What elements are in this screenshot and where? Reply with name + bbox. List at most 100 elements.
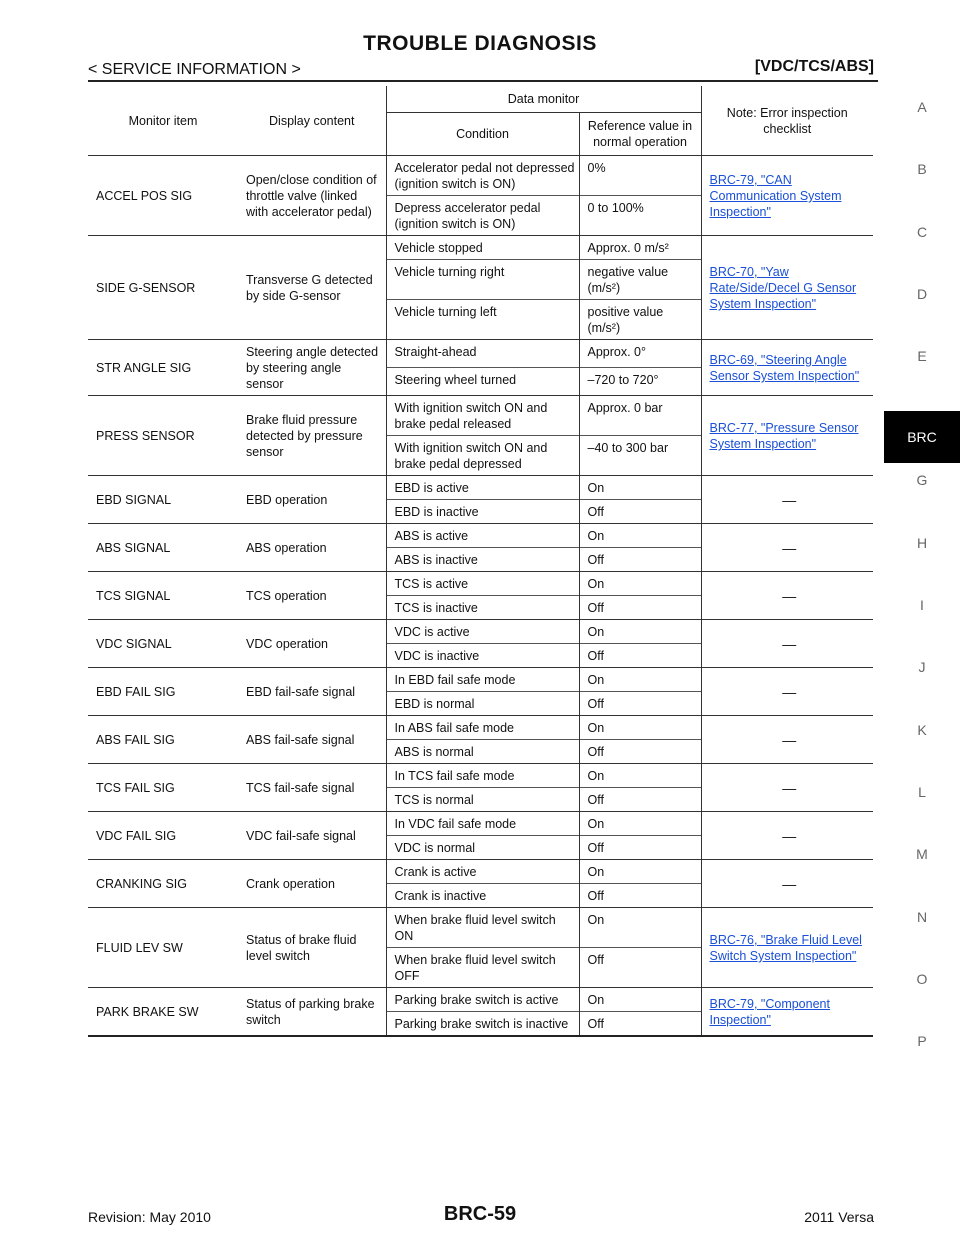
- inspection-link[interactable]: BRC-77, "Pressure Sensor System Inspecti…: [700, 395, 873, 476]
- condition-cell: When brake fluid level switch ON: [385, 907, 579, 948]
- reference-value-cell: Off: [578, 947, 701, 988]
- reference-value-cell: Off: [578, 835, 701, 860]
- condition-cell: TCS is normal: [385, 787, 579, 812]
- reference-value-cell: Approx. 0°: [578, 339, 701, 368]
- reference-value-cell: On: [578, 619, 701, 644]
- inspection-link[interactable]: BRC-79, "Component Inspection": [700, 987, 873, 1035]
- condition-cell: Parking brake switch is active: [385, 987, 579, 1012]
- index-tab-l[interactable]: L: [918, 783, 926, 800]
- header-condition: Condition: [385, 112, 579, 156]
- index-tab-k[interactable]: K: [917, 721, 927, 738]
- display-content-cell: VDC operation: [238, 619, 386, 668]
- reference-value-cell: Off: [578, 1011, 701, 1035]
- condition-cell: EBD is normal: [385, 691, 579, 716]
- note-dash: —: [700, 619, 873, 668]
- condition-cell: In ABS fail safe mode: [385, 715, 579, 740]
- note-dash: —: [700, 571, 873, 620]
- index-tab-a[interactable]: A: [917, 99, 927, 115]
- header-display-content: Display content: [269, 113, 355, 128]
- reference-value-cell: On: [578, 811, 701, 836]
- display-content-cell: Crank operation: [238, 859, 386, 908]
- condition-cell: VDC is active: [385, 619, 579, 644]
- reference-value-cell: On: [578, 571, 701, 596]
- condition-cell: Vehicle turning left: [385, 299, 579, 340]
- index-tab-h[interactable]: H: [916, 534, 928, 551]
- condition-cell: EBD is inactive: [385, 499, 579, 524]
- inspection-link[interactable]: BRC-76, "Brake Fluid Level Switch System…: [700, 907, 873, 988]
- monitor-item-cell: CRANKING SIG: [88, 859, 238, 908]
- reference-value-cell: positive value (m/s²): [578, 299, 701, 340]
- condition-cell: Straight-ahead: [385, 339, 579, 368]
- condition-cell: In VDC fail safe mode: [385, 811, 579, 836]
- index-tab-brc[interactable]: BRC: [884, 411, 960, 464]
- inspection-link[interactable]: BRC-79, "CAN Communication System Inspec…: [700, 155, 873, 236]
- header-data-monitor: Data monitor: [385, 86, 701, 113]
- condition-cell: With ignition switch ON and brake pedal …: [385, 435, 579, 476]
- section-label: < SERVICE INFORMATION >: [88, 61, 301, 78]
- table-header: Monitor item Display content Data monito…: [88, 86, 873, 156]
- display-content-cell: VDC fail-safe signal: [238, 811, 386, 860]
- index-tab-e[interactable]: E: [917, 348, 927, 365]
- display-content-cell: Brake fluid pressure detected by pressur…: [238, 395, 386, 476]
- monitor-item-cell: TCS SIGNAL: [88, 571, 238, 620]
- display-content-cell: TCS fail-safe signal: [238, 763, 386, 812]
- table-subrow: Depress accelerator pedal (ignition swit…: [88, 195, 873, 236]
- reference-value-cell: Off: [578, 691, 701, 716]
- reference-value-cell: On: [578, 475, 701, 500]
- reference-value-cell: Off: [578, 883, 701, 908]
- reference-value-cell: negative value (m/s²): [578, 259, 701, 300]
- condition-cell: TCS is active: [385, 571, 579, 596]
- reference-value-cell: Off: [578, 499, 701, 524]
- reference-value-cell: On: [578, 523, 701, 548]
- index-tab-j[interactable]: J: [918, 659, 926, 676]
- index-tab-g[interactable]: G: [916, 472, 928, 489]
- index-tab-p[interactable]: P: [917, 1033, 927, 1050]
- note-dash: —: [700, 523, 873, 572]
- reference-value-cell: Off: [578, 595, 701, 620]
- condition-cell: Depress accelerator pedal (ignition swit…: [385, 195, 579, 236]
- index-tab-b[interactable]: B: [917, 161, 927, 178]
- condition-cell: Vehicle stopped: [385, 235, 579, 260]
- reference-value-cell: On: [578, 715, 701, 740]
- condition-cell: ABS is active: [385, 523, 579, 548]
- condition-cell: ABS is normal: [385, 739, 579, 764]
- display-content-cell: Steering angle detected by steering angl…: [238, 339, 386, 396]
- monitor-item-cell: PARK BRAKE SW: [88, 987, 238, 1035]
- table-subrow: With ignition switch ON and brake pedal …: [88, 435, 873, 476]
- index-tab-n[interactable]: N: [916, 908, 928, 925]
- display-content-cell: ABS operation: [238, 523, 386, 572]
- index-tab-c[interactable]: C: [916, 223, 928, 240]
- condition-cell: Steering wheel turned: [385, 367, 579, 396]
- header-note: Note: Error inspection checklist: [700, 86, 873, 156]
- condition-cell: VDC is inactive: [385, 643, 579, 668]
- note-dash: —: [700, 475, 873, 524]
- condition-cell: ABS is inactive: [385, 547, 579, 572]
- index-tab-i[interactable]: I: [920, 597, 924, 614]
- inspection-link[interactable]: BRC-69, "Steering Angle Sensor System In…: [700, 339, 873, 396]
- index-tab-o[interactable]: O: [916, 970, 928, 987]
- reference-value-cell: On: [578, 987, 701, 1012]
- index-tab-d[interactable]: D: [916, 285, 928, 302]
- condition-cell: TCS is inactive: [385, 595, 579, 620]
- index-tab-m[interactable]: M: [916, 846, 928, 863]
- reference-value-cell: Off: [578, 643, 701, 668]
- system-label: [VDC/TCS/ABS]: [754, 58, 874, 75]
- reference-value-cell: 0 to 100%: [578, 195, 701, 236]
- condition-cell: Accelerator pedal not depressed (ignitio…: [385, 155, 579, 196]
- inspection-link[interactable]: BRC-70, "Yaw Rate/Side/Decel G Sensor Sy…: [700, 235, 873, 340]
- monitor-item-cell: VDC SIGNAL: [88, 619, 238, 668]
